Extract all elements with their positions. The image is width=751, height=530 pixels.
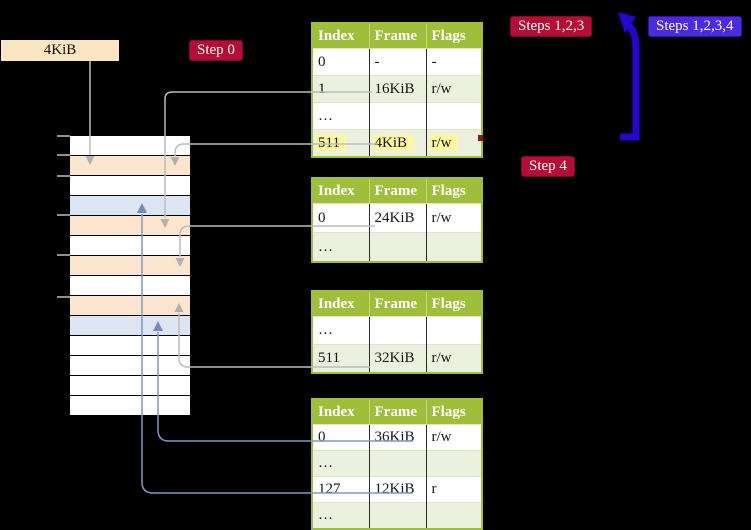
table-cell: …	[318, 238, 333, 255]
table-cell: 16KiB	[368, 75, 426, 103]
table-cell: 127	[318, 481, 341, 497]
table-row: 511 32KiB r/w	[312, 344, 482, 373]
steps1234-badge: Steps 1,2,3,4	[648, 16, 742, 37]
memory-frame-row	[70, 256, 190, 276]
highlighted-value: r/w	[431, 134, 456, 151]
memory-frame-row	[70, 196, 190, 216]
table-row: …	[312, 450, 482, 477]
table-row: 1 16KiB r/w	[312, 75, 482, 103]
memory-frame-row	[70, 396, 190, 416]
table-cell: 0	[318, 209, 326, 226]
table-row: 127 12KiB r	[312, 476, 482, 503]
column-header-frame: Frame	[368, 399, 426, 425]
table-cell: 511	[318, 350, 340, 366]
column-header-index: Index	[312, 291, 369, 317]
table-cell	[425, 102, 482, 130]
table-cell: r/w	[425, 424, 482, 451]
frame-boundary-tick	[57, 254, 70, 256]
table-cell: 0	[318, 429, 326, 445]
table-row: …	[312, 502, 482, 529]
table-cell: r/w	[425, 75, 482, 103]
table-cell	[368, 316, 426, 345]
step0-badge: Step 0	[189, 40, 243, 61]
table-cell	[368, 502, 426, 529]
table-cell: 32KiB	[368, 344, 426, 373]
table-cell	[368, 450, 426, 477]
steps123-badge: Steps 1,2,3	[510, 16, 593, 37]
table-cell: …	[318, 107, 333, 124]
table-cell: r	[425, 476, 482, 503]
column-header-flags: Flags	[425, 23, 482, 49]
frame-boundary-tick	[57, 296, 70, 298]
frame-boundary-tick	[57, 175, 70, 177]
table-cell: r/w	[425, 203, 482, 233]
frame-size-label: 4KiB	[1, 40, 119, 61]
table-cell: 4KiB	[368, 129, 426, 157]
table-cell: -	[425, 48, 482, 76]
memory-frame-row	[70, 336, 190, 356]
memory-frame-row	[70, 236, 190, 256]
memory-frame-row	[70, 216, 190, 236]
column-header-index: Index	[312, 23, 369, 49]
page-table-1: Index Frame Flags 0 - - 1 16KiB r/w … 51…	[311, 22, 483, 158]
memory-frame-row	[70, 176, 190, 196]
memory-frame-row	[70, 136, 190, 156]
table-cell	[368, 102, 426, 130]
table-cell: …	[318, 455, 333, 471]
frame-boundary-tick	[57, 154, 70, 156]
highlighted-value: 4KiB	[374, 134, 412, 151]
table-cell: 0	[318, 53, 326, 70]
table-cell	[368, 232, 426, 262]
table-cell: -	[368, 48, 426, 76]
artifact-mark	[478, 135, 483, 141]
table-cell	[425, 232, 482, 262]
table-cell: r/w	[425, 344, 482, 373]
table-row: …	[312, 232, 482, 262]
table-cell	[425, 502, 482, 529]
frame-boundary-tick	[57, 135, 70, 137]
memory-frame-row	[70, 296, 190, 316]
frame-boundary-tick	[57, 214, 70, 216]
highlighted-value: 511	[318, 134, 344, 151]
column-header-flags: Flags	[425, 399, 482, 425]
column-header-frame: Frame	[368, 23, 426, 49]
table-row: …	[312, 316, 482, 345]
page-table-4: Index Frame Flags 0 36KiB r/w … 127 12Ki…	[311, 398, 483, 530]
table-cell: …	[318, 507, 333, 523]
arrowhead-up-left-icon	[618, 12, 636, 33]
physical-memory-stack	[70, 135, 190, 416]
memory-frame-row	[70, 376, 190, 396]
column-header-frame: Frame	[368, 178, 426, 204]
column-header-index: Index	[312, 399, 369, 425]
table-row-highlighted: 511 4KiB r/w	[312, 129, 482, 158]
table-cell: 12KiB	[368, 476, 426, 503]
page-table-3: Index Frame Flags … 511 32KiB r/w	[311, 290, 483, 374]
column-header-frame: Frame	[368, 291, 426, 317]
table-cell: 1	[318, 80, 326, 97]
steps-loop-arrow	[620, 21, 640, 141]
step4-badge: Step 4	[521, 156, 575, 177]
column-header-index: Index	[312, 178, 369, 204]
page-table-2: Index Frame Flags 0 24KiB r/w …	[311, 177, 483, 263]
table-row: 0 24KiB r/w	[312, 203, 482, 233]
table-cell	[425, 316, 482, 345]
memory-frame-row	[70, 156, 190, 176]
memory-frame-row	[70, 356, 190, 376]
table-cell: 24KiB	[368, 203, 426, 233]
column-header-flags: Flags	[425, 178, 482, 204]
column-header-flags: Flags	[425, 291, 482, 317]
memory-frame-row	[70, 316, 190, 336]
table-cell: 511	[312, 130, 369, 158]
table-cell: …	[318, 322, 333, 338]
table-row: 0 - -	[312, 48, 482, 76]
table-row: 0 36KiB r/w	[312, 424, 482, 451]
table-cell: r/w	[425, 129, 482, 157]
memory-frame-row	[70, 276, 190, 296]
table-cell	[425, 450, 482, 477]
table-row: …	[312, 102, 482, 130]
table-cell: 36KiB	[368, 424, 426, 451]
